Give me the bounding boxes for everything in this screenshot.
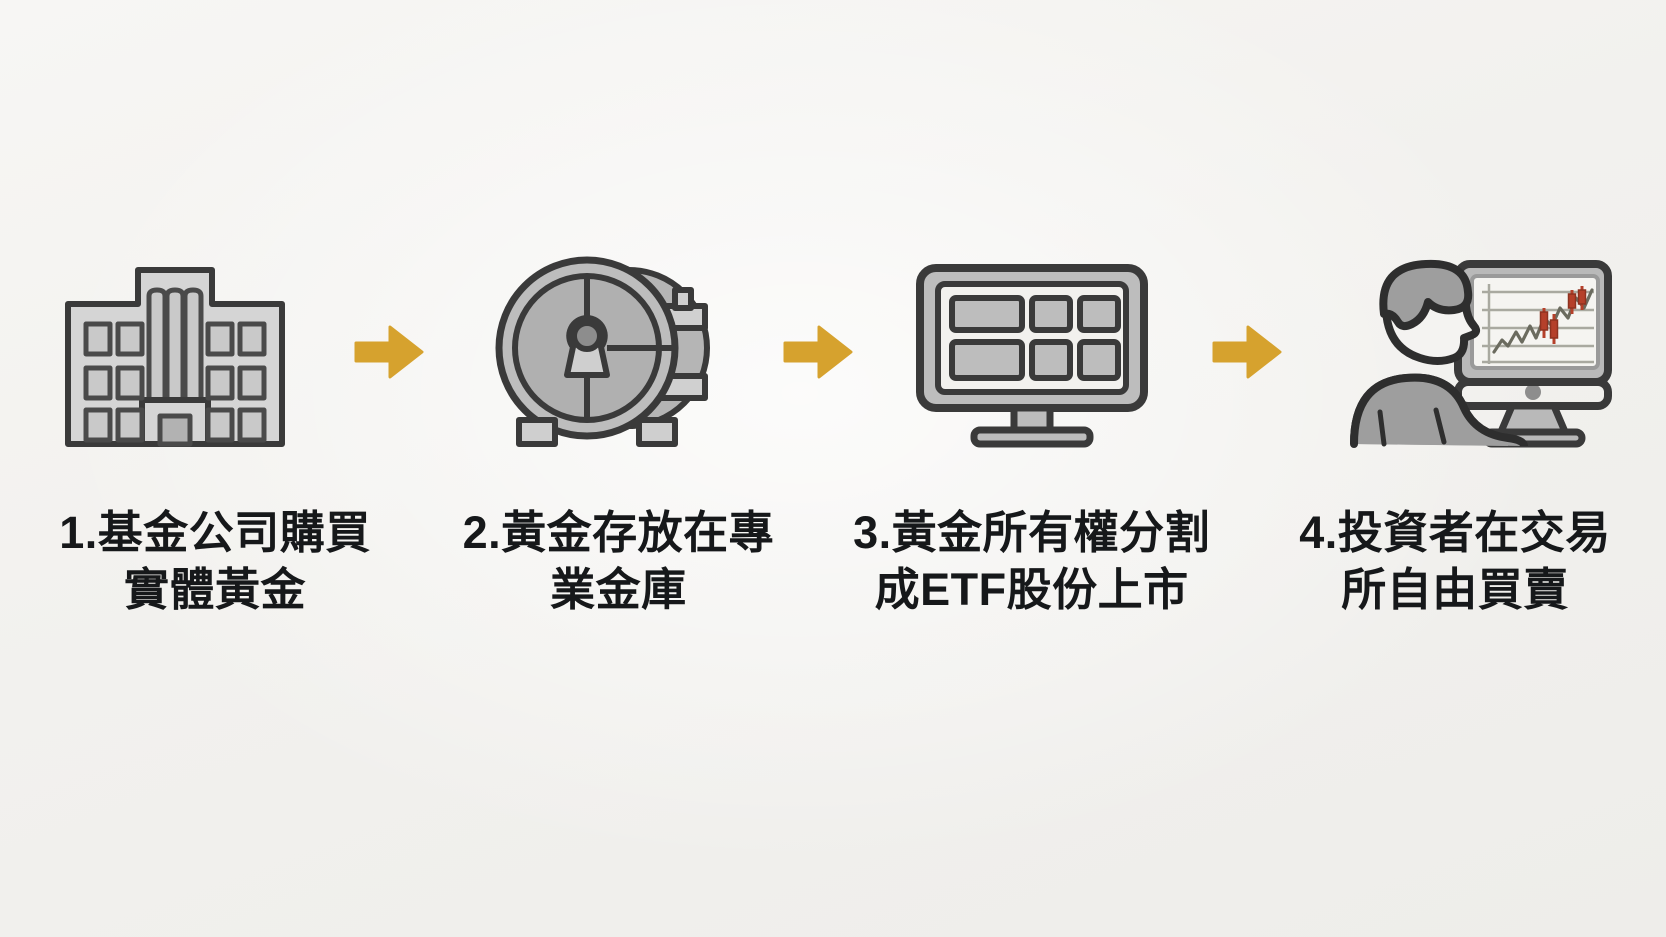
arrow-cell-3 (1197, 292, 1297, 412)
arrow-right-icon (354, 325, 424, 379)
captions-row: 1.基金公司購買 實體黃金 2.黃金存放在專 業金庫 3.黃金所有權分割 成ET… (40, 505, 1630, 618)
step-3-caption: 3.黃金所有權分割 成ETF股份上市 (853, 507, 1211, 615)
investor-person-icon (1349, 259, 1528, 448)
process-steps-row (50, 232, 1616, 472)
vault-door-icon (495, 256, 710, 447)
step-2-caption: 2.黃金存放在專 業金庫 (462, 507, 775, 615)
monitor-listing-icon (916, 264, 1149, 448)
step-3-icon-cell (907, 237, 1157, 467)
step-4-icon-cell (1336, 237, 1616, 467)
step-4-caption: 4.投資者在交易 所自由買賣 (1299, 507, 1611, 615)
fund-company-building-icon (65, 267, 285, 447)
arrow-cell-2 (768, 292, 868, 412)
arrow-right-icon (1212, 325, 1282, 379)
trading-monitor-icon (1453, 260, 1612, 448)
step-2-icon-cell (479, 237, 729, 467)
arrow-right-icon (783, 325, 853, 379)
step-1-icon-cell (50, 237, 300, 467)
arrow-cell-1 (339, 292, 439, 412)
step-1-caption: 1.基金公司購買 實體黃金 (59, 507, 371, 615)
investor-at-trading-screen-icon (1349, 259, 1612, 448)
